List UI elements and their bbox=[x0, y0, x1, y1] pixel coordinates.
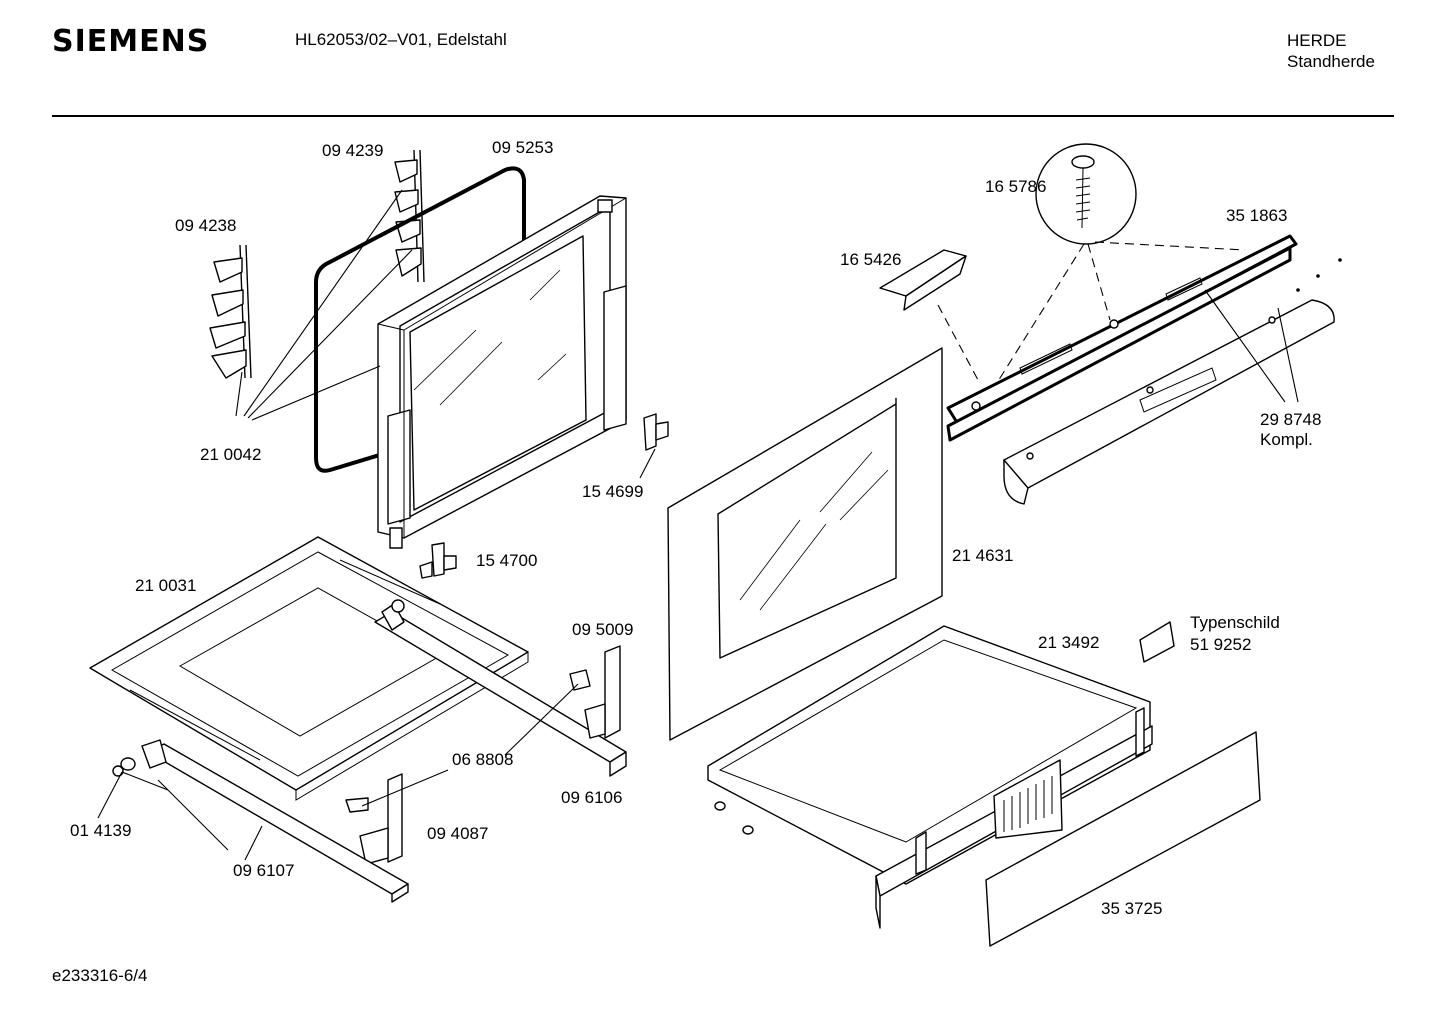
label-353725: 35 3725 bbox=[1101, 899, 1162, 918]
label-094239: 09 4239 bbox=[322, 141, 383, 160]
rating-plate bbox=[1139, 621, 1175, 663]
category-label: HERDE bbox=[1287, 31, 1347, 50]
handle-bar bbox=[1003, 289, 1335, 505]
header-divider bbox=[52, 115, 1394, 117]
label-094238: 09 4238 bbox=[175, 216, 236, 235]
bracket-094087 bbox=[345, 773, 403, 865]
leader-lines-210042 bbox=[235, 189, 413, 421]
outer-door-panel bbox=[667, 347, 943, 741]
bracket-154699 bbox=[639, 413, 669, 479]
label-068808: 06 8808 bbox=[452, 750, 513, 769]
label-096106: 09 6106 bbox=[561, 788, 622, 807]
subcategory-label: Standherde bbox=[1287, 52, 1375, 71]
label-351863: 35 1863 bbox=[1226, 206, 1287, 225]
label-typenschild: Typenschild bbox=[1190, 613, 1280, 632]
guide-rail-096107 bbox=[97, 739, 409, 903]
label-154699: 15 4699 bbox=[582, 482, 643, 501]
bracket-154700 bbox=[419, 542, 457, 579]
label-213492: 21 3492 bbox=[1038, 633, 1099, 652]
category-block: HERDE Standherde bbox=[1287, 30, 1375, 72]
bracket-068808 bbox=[361, 669, 591, 807]
shelf-support-left bbox=[209, 244, 252, 379]
label-095253: 09 5253 bbox=[492, 138, 553, 157]
drawer-cover-panel bbox=[985, 731, 1261, 947]
shelf-support-right bbox=[394, 149, 425, 283]
label-298748: 29 8748 bbox=[1260, 410, 1321, 429]
label-298748-note: Kompl. bbox=[1260, 430, 1313, 449]
label-154700: 15 4700 bbox=[476, 551, 537, 570]
label-210031: 21 0031 bbox=[135, 576, 196, 595]
label-165786: 16 5786 bbox=[985, 177, 1046, 196]
label-519252: 51 9252 bbox=[1190, 635, 1251, 654]
drawing-id: e233316-6/4 bbox=[52, 966, 148, 985]
storage-drawer bbox=[707, 625, 1153, 929]
brand-logo: SIEMENS bbox=[52, 24, 210, 59]
label-210042: 21 0042 bbox=[200, 445, 261, 464]
bracket-095009 bbox=[584, 645, 621, 739]
handle-carrier bbox=[946, 234, 1342, 442]
bottom-plate bbox=[89, 536, 529, 801]
label-094087: 09 4087 bbox=[427, 824, 488, 843]
label-095009: 09 5009 bbox=[572, 620, 633, 639]
label-096107: 09 6107 bbox=[233, 861, 294, 880]
screw-detail bbox=[1035, 143, 1137, 245]
model-title: HL62053/02–V01, Edelstahl bbox=[295, 30, 507, 49]
label-214631: 21 4631 bbox=[952, 546, 1013, 565]
dashed-leaders-top bbox=[937, 241, 1246, 411]
label-014139: 01 4139 bbox=[70, 821, 131, 840]
label-165426: 16 5426 bbox=[840, 250, 901, 269]
inner-door-frame bbox=[377, 195, 627, 549]
guide-rail-096106 bbox=[374, 599, 627, 777]
clip-165426 bbox=[879, 249, 967, 311]
